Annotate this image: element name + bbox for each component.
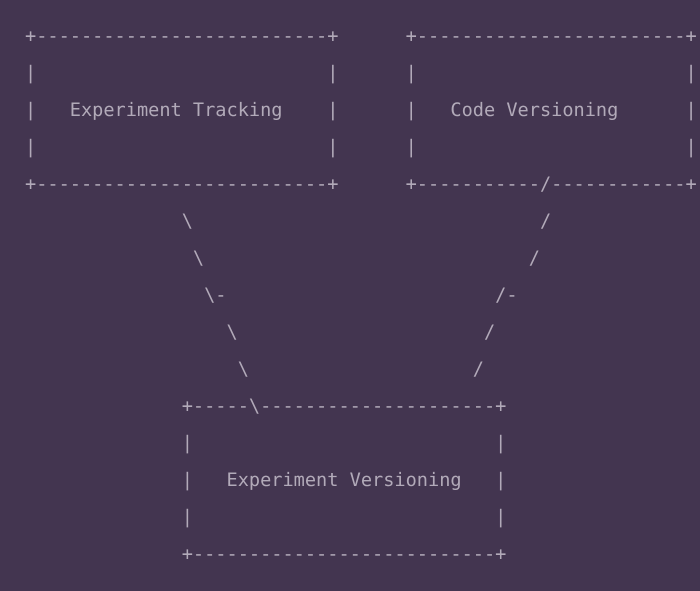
ascii-diagram: +--------------------------+ +----------… — [25, 26, 697, 565]
